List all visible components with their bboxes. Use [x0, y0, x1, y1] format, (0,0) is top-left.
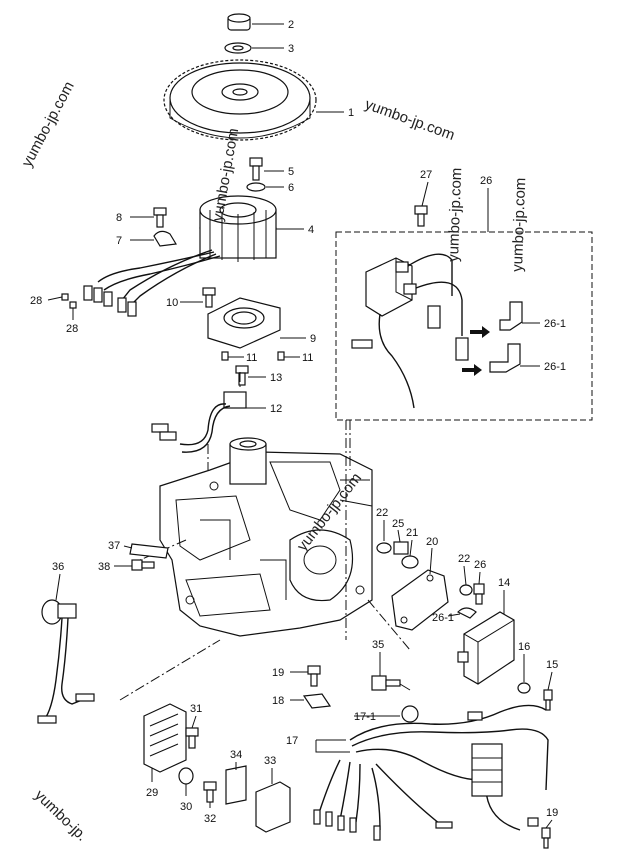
callout: 22: [458, 553, 470, 565]
collar: [393, 541, 409, 555]
cdi-unit: [457, 611, 515, 685]
watermark: yumbo-jp.com: [19, 79, 78, 170]
callout: 19: [272, 667, 284, 679]
callout: 10: [166, 297, 178, 309]
callout: 19: [546, 807, 558, 819]
connector: [83, 285, 137, 317]
callout: 27: [420, 169, 432, 181]
plate: [129, 543, 169, 559]
callout: 37: [108, 540, 120, 552]
washer: [224, 42, 252, 54]
clamp: [302, 693, 332, 709]
callout: 26: [474, 559, 486, 571]
watermark: yumbo-jp.: [31, 787, 90, 845]
watermark: yumbo-jp.com: [509, 177, 529, 272]
callout: 17-1: [354, 711, 376, 723]
bushings: [221, 351, 285, 361]
callout: 30: [180, 801, 192, 813]
callout: 6: [288, 182, 294, 194]
callout: 2: [288, 19, 294, 31]
clamp: [153, 230, 177, 247]
bolt: [153, 207, 167, 228]
callout: 25: [392, 518, 404, 530]
engine-block: [159, 437, 373, 637]
callout: 28: [66, 323, 78, 335]
callout: 13: [270, 372, 282, 384]
watermark: yumbo-jp.com: [445, 167, 465, 262]
callout: 9: [310, 333, 316, 345]
small-connectors: [61, 293, 77, 309]
bolt: [235, 365, 249, 386]
bolt: [541, 827, 551, 849]
callout: 34: [230, 749, 242, 761]
callout: 1: [348, 107, 354, 119]
wire-harness: [313, 704, 549, 841]
callout: 11: [302, 352, 313, 364]
callout-numbers: 2 3 1 5 6 8 7 4 28 28 10 9 11 11 13 12 2…: [30, 19, 566, 825]
sensor: [37, 599, 95, 724]
bolt: [307, 665, 321, 687]
callout: 22: [376, 507, 388, 519]
callout: 28: [30, 295, 42, 307]
washer: [376, 542, 392, 554]
callout: 33: [264, 755, 276, 767]
callout: 32: [204, 813, 216, 825]
bolt: [131, 559, 155, 571]
thermo-sensor: [371, 675, 411, 691]
rectifier-regulator: [143, 703, 187, 773]
callout: 26-1: [432, 612, 454, 624]
ignition-coil: [351, 253, 469, 409]
callout: 7: [116, 235, 122, 247]
bolt: [543, 689, 553, 711]
bolt: [202, 287, 216, 308]
clip: [456, 607, 477, 619]
label-sticker: [225, 765, 247, 805]
watermark: yumbo-jp.com: [363, 96, 457, 144]
ignition-coil-group: [335, 231, 593, 421]
bolt: [473, 583, 485, 605]
base-plate: [207, 297, 281, 349]
washer: [459, 584, 473, 596]
callout: 35: [372, 639, 384, 651]
callout: 18: [272, 695, 284, 707]
callout: 12: [270, 403, 282, 415]
callout: 17: [286, 735, 298, 747]
plug-cap: [489, 301, 523, 373]
bracket: [391, 569, 449, 631]
callout: 3: [288, 43, 294, 55]
pulser-coil: [151, 391, 247, 453]
bolt: [249, 157, 263, 181]
stator: [199, 195, 277, 262]
callout: 4: [308, 224, 314, 236]
callout: 26: [480, 175, 492, 187]
bolt: [185, 727, 199, 749]
callout: 11: [246, 352, 257, 364]
cover: [255, 781, 291, 833]
washer: [246, 182, 266, 192]
callout: 31: [190, 703, 202, 715]
nut: [227, 13, 251, 31]
callout: 8: [116, 212, 122, 224]
grommet: [401, 555, 419, 569]
callout: 26-1: [544, 318, 566, 330]
callout: 26-1: [544, 361, 566, 373]
leader-lines: [47, 23, 553, 829]
callout: 5: [288, 166, 294, 178]
callout: 20: [426, 536, 438, 548]
callout: 15: [546, 659, 558, 671]
callout: 14: [498, 577, 510, 589]
callout: 36: [52, 561, 64, 573]
callout: 21: [406, 527, 418, 539]
callout: 16: [518, 641, 530, 653]
collar: [178, 767, 194, 785]
bolt: [414, 205, 428, 227]
bolt: [203, 781, 217, 803]
callout: 29: [146, 787, 158, 799]
callout: 38: [98, 561, 110, 573]
grommet: [517, 682, 531, 694]
flywheel: [163, 59, 317, 141]
